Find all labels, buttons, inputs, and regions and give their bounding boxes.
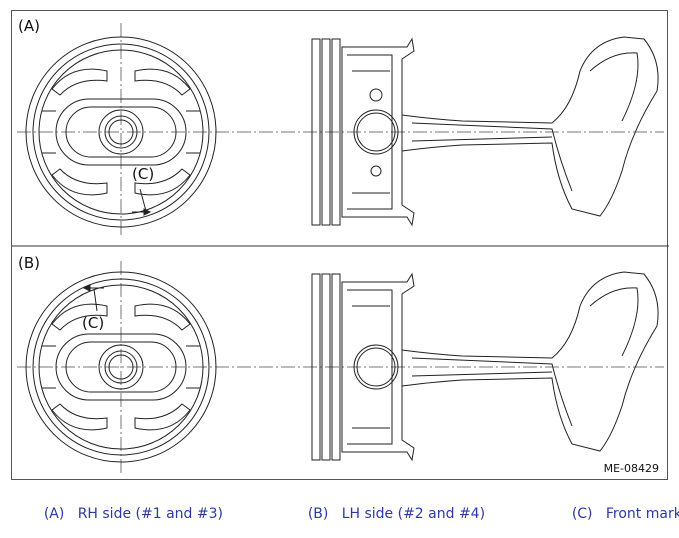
- panel-b-piston-side-view: [311, 272, 415, 462]
- panel-b-connecting-rod: [401, 271, 659, 452]
- panel-a-piston-side-view: [311, 37, 415, 227]
- panel-a-drawing: [17, 23, 664, 236]
- legend: (A) RH side (#1 and #3) (B) LH side (#2 …: [0, 490, 679, 522]
- legend-item-b: (B) LH side (#2 and #4): [290, 490, 485, 538]
- legend-key: (A): [43, 506, 65, 522]
- legend-text: RH side (#1 and #3): [77, 506, 223, 522]
- piston-drawing: [12, 23, 669, 473]
- legend-key: (C): [571, 506, 593, 522]
- panel-b-drawing: [17, 261, 664, 473]
- panel-b-label: (B): [18, 254, 40, 272]
- legend-item-c: (C) Front mark: [554, 490, 679, 538]
- panel-a-piston-top-view: [25, 36, 217, 228]
- panel-a-connecting-rod: [401, 36, 659, 217]
- legend-text: Front mark: [605, 506, 679, 522]
- panel-b-piston-top-view: [25, 271, 217, 463]
- panel-a-front-mark-callout: (C): [132, 165, 155, 183]
- legend-text: LH side (#2 and #4): [341, 506, 486, 522]
- legend-key: (B): [307, 506, 329, 522]
- panel-b-front-mark-arrow: [82, 284, 104, 312]
- panel-b-front-mark-callout: (C): [82, 314, 105, 332]
- legend-item-a: (A) RH side (#1 and #3): [26, 490, 223, 538]
- figure-id: ME-08429: [603, 462, 659, 475]
- panel-a-front-mark-arrow: [132, 188, 152, 216]
- piston-diagram-figure: (A) (C) (B) (C) ME-08429: [11, 10, 669, 480]
- panel-a-label: (A): [18, 17, 40, 35]
